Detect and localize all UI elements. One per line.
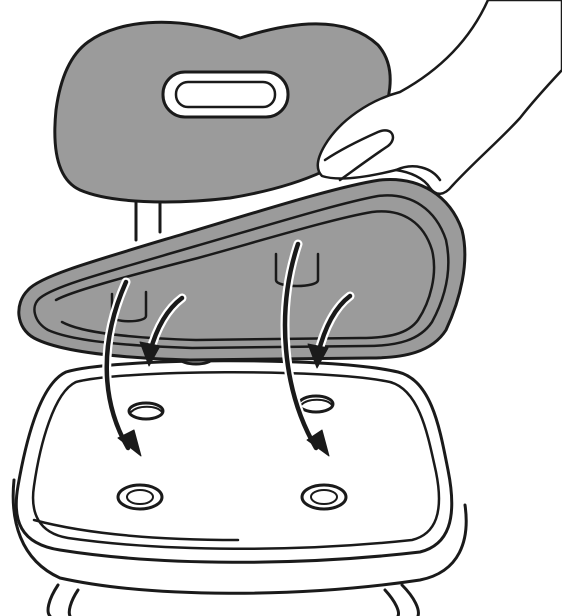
- seat-cushion: [19, 179, 465, 364]
- seat-leg-left-inner: [69, 590, 78, 616]
- seat-leg-left: [48, 585, 58, 616]
- seat-hole-front-left: [118, 485, 162, 509]
- seat-base: [13, 361, 466, 616]
- seat-hole-back-right: [299, 396, 333, 412]
- seat-top-surface: [16, 361, 452, 563]
- seat-hole-back-left: [129, 403, 163, 419]
- seat-leg-right-inner: [385, 590, 398, 616]
- seat-leg-right: [402, 585, 418, 616]
- seat-hole-front-right: [302, 485, 346, 509]
- backrest-handle-slot-inner: [176, 82, 275, 107]
